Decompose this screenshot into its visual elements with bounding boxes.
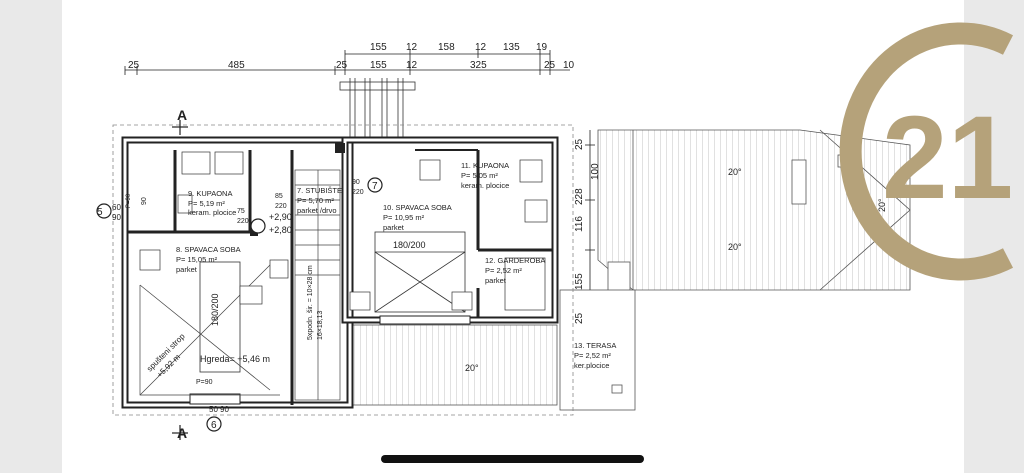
room9-name: 9. KUPAONA: [188, 189, 232, 198]
room7-area: P= 5,70 m²: [297, 196, 334, 205]
room8-floor: parket: [176, 265, 198, 274]
room10-area: P= 10,95 m²: [383, 213, 425, 222]
dim-top1-3: 12: [475, 42, 487, 53]
room8-area: P= 15,05 m²: [176, 255, 218, 264]
dim-top2-6: 25: [544, 60, 556, 71]
home-indicator[interactable]: [381, 455, 644, 463]
level-2: +2,80: [269, 225, 292, 235]
bed-2: 180/200: [210, 293, 220, 326]
axis-6: 6: [211, 420, 217, 431]
dim-right-3: 116: [574, 216, 585, 232]
beds: [199, 231, 466, 373]
roof-pitch-4: 20°: [465, 363, 479, 373]
room10-name: 10. SPAVACA SOBA: [383, 203, 452, 212]
terrace-area: [351, 289, 636, 411]
pergola-posts: [339, 78, 416, 140]
dim-right-0: 25: [574, 138, 585, 150]
room11-floor: keram. plocice: [461, 181, 509, 190]
dim-right-5: 25: [574, 312, 585, 324]
room13-floor: ker.plocice: [574, 361, 609, 370]
dim-top2-4: 12: [406, 60, 418, 71]
axis-5: 5: [97, 207, 103, 218]
p90-a: P=90: [196, 379, 213, 386]
logo-text: 21: [882, 92, 1013, 224]
section-markers: [96, 120, 383, 440]
dim-bottom-1: 90: [220, 405, 229, 414]
dim-top2-0: 25: [128, 60, 140, 71]
p90-b: P=90: [126, 193, 132, 208]
room12-area: P= 2,52 m²: [485, 266, 522, 275]
dim-top1-5: 19: [536, 42, 548, 53]
bed-1: 180/200: [393, 240, 426, 250]
dim-top2-1: 485: [228, 60, 245, 71]
door-90: 90: [352, 179, 360, 186]
dim-right-1: 100: [590, 163, 601, 180]
roof-pitch-1: 20°: [728, 167, 742, 177]
dim-top1-0: 155: [370, 42, 387, 53]
dim-left-2: 90: [141, 197, 148, 205]
section-a-top: A: [177, 107, 187, 123]
walls: [112, 124, 574, 416]
room13-name: 13. TERASA: [574, 341, 616, 350]
stairs-1: 5xpodn. šir. = 10×28 cm: [307, 265, 314, 340]
sanitary-fixtures: [139, 151, 548, 311]
level-1: +2,90: [269, 212, 292, 222]
room11-area: P= 5,05 m²: [461, 171, 498, 180]
brand-logo: 21: [839, 22, 1013, 281]
sloped-ceiling-lines: [139, 259, 280, 396]
door-75: 75: [237, 208, 245, 215]
room12-floor: parket: [485, 276, 507, 285]
room9-floor: keram. plocice: [188, 208, 236, 217]
room7-floor: parket /drvo: [297, 206, 337, 215]
dim-top2-5: 325: [470, 60, 487, 71]
dim-right-4: 155: [574, 273, 585, 290]
roof-pitch-3: 20°: [877, 198, 887, 212]
dim-top1-2: 158: [438, 42, 455, 53]
roof-pitch-2: 20°: [728, 242, 742, 252]
room10-floor: parket: [383, 223, 405, 232]
beam-height: Hgreda= +5,46 m: [200, 354, 270, 364]
door-85: 85: [275, 193, 283, 200]
dim-left-1: 90: [112, 213, 121, 222]
door-220a: 220: [237, 218, 249, 225]
door-220c: 220: [352, 189, 364, 196]
stairs-2: 16×18,13: [317, 311, 324, 340]
dim-top1-4: 135: [503, 42, 520, 53]
dim-bottom-0: 50: [209, 405, 218, 414]
room13-area: P= 2,52 m²: [574, 351, 611, 360]
room12-name: 12. GARDEROBA: [485, 256, 545, 265]
dim-top2-7: 10: [563, 60, 575, 71]
room7-name: 7. STUBIŠTE: [297, 186, 342, 195]
room9-area: P= 5,19 m²: [188, 199, 225, 208]
axis-7: 7: [372, 181, 378, 192]
staircase: [294, 169, 341, 401]
section-a-bottom: A: [177, 425, 187, 441]
dim-top2-3: 155: [370, 60, 387, 71]
dim-top1-1: 12: [406, 42, 418, 53]
room8-name: 8. SPAVACA SOBA: [176, 245, 241, 254]
dim-left-0: 60: [112, 203, 121, 212]
dim-right-2: 228: [574, 188, 585, 205]
door-220b: 220: [275, 203, 287, 210]
room11-name: 11. KUPAONA: [461, 161, 509, 170]
dim-top2-2: 25: [336, 60, 348, 71]
roof-area: [597, 129, 911, 293]
